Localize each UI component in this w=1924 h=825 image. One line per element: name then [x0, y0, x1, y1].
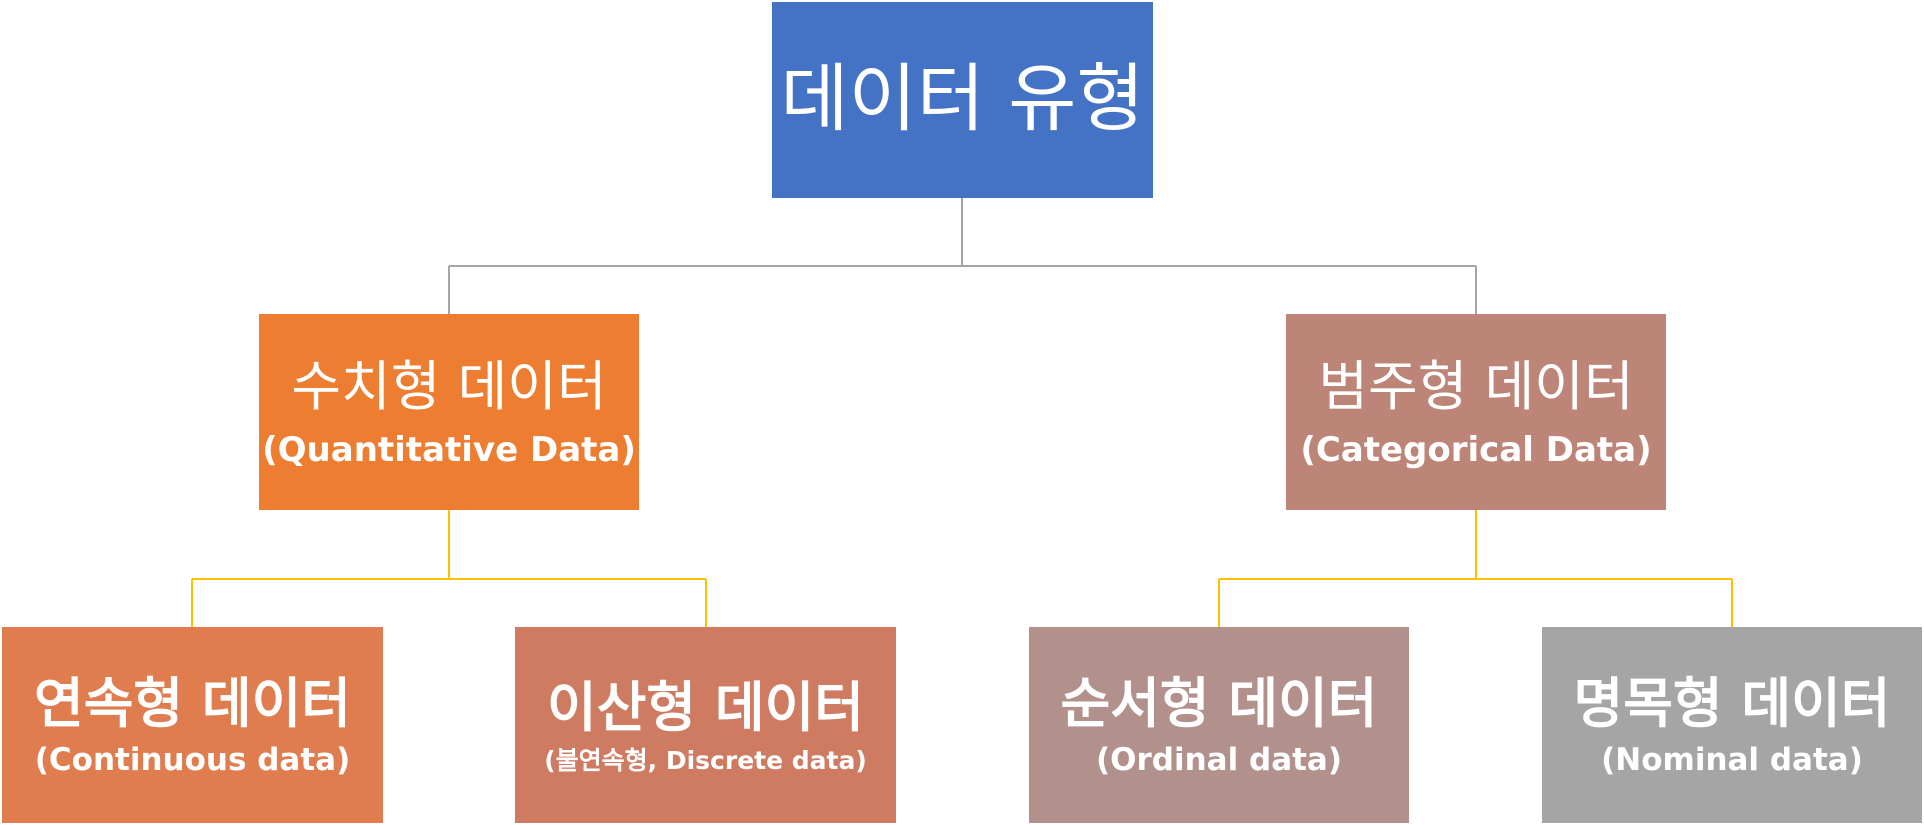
root-connector	[448, 198, 1477, 314]
continuous-data-node: 연속형 데이터 (Continuous data)	[2, 627, 383, 823]
quantitative-subtitle: (Quantitative Data)	[262, 430, 636, 470]
ordinal-data-node: 순서형 데이터 (Ordinal data)	[1029, 627, 1409, 823]
continuous-subtitle: (Continuous data)	[34, 742, 351, 779]
cat-connector	[1218, 510, 1733, 627]
quantitative-title: 수치형 데이터	[291, 354, 607, 418]
quantitative-data-node: 수치형 데이터 (Quantitative Data)	[259, 314, 639, 510]
root-node: 데이터 유형	[772, 2, 1153, 198]
continuous-title: 연속형 데이터	[34, 671, 351, 735]
categorical-data-node: 범주형 데이터 (Categorical Data)	[1286, 314, 1666, 510]
nominal-subtitle: (Nominal data)	[1601, 742, 1863, 779]
categorical-title: 범주형 데이터	[1318, 354, 1634, 418]
root-title: 데이터 유형	[780, 56, 1145, 143]
ordinal-subtitle: (Ordinal data)	[1095, 742, 1343, 779]
discrete-subtitle: (불연속형, Discrete data)	[544, 746, 867, 776]
categorical-subtitle: (Categorical Data)	[1300, 430, 1652, 470]
discrete-title: 이산형 데이터	[547, 675, 864, 739]
nominal-title: 명목형 데이터	[1573, 671, 1891, 735]
nominal-data-node: 명목형 데이터 (Nominal data)	[1542, 627, 1922, 823]
quant-connector	[191, 510, 707, 627]
discrete-data-node: 이산형 데이터 (불연속형, Discrete data)	[515, 627, 896, 823]
ordinal-title: 순서형 데이터	[1060, 671, 1378, 735]
